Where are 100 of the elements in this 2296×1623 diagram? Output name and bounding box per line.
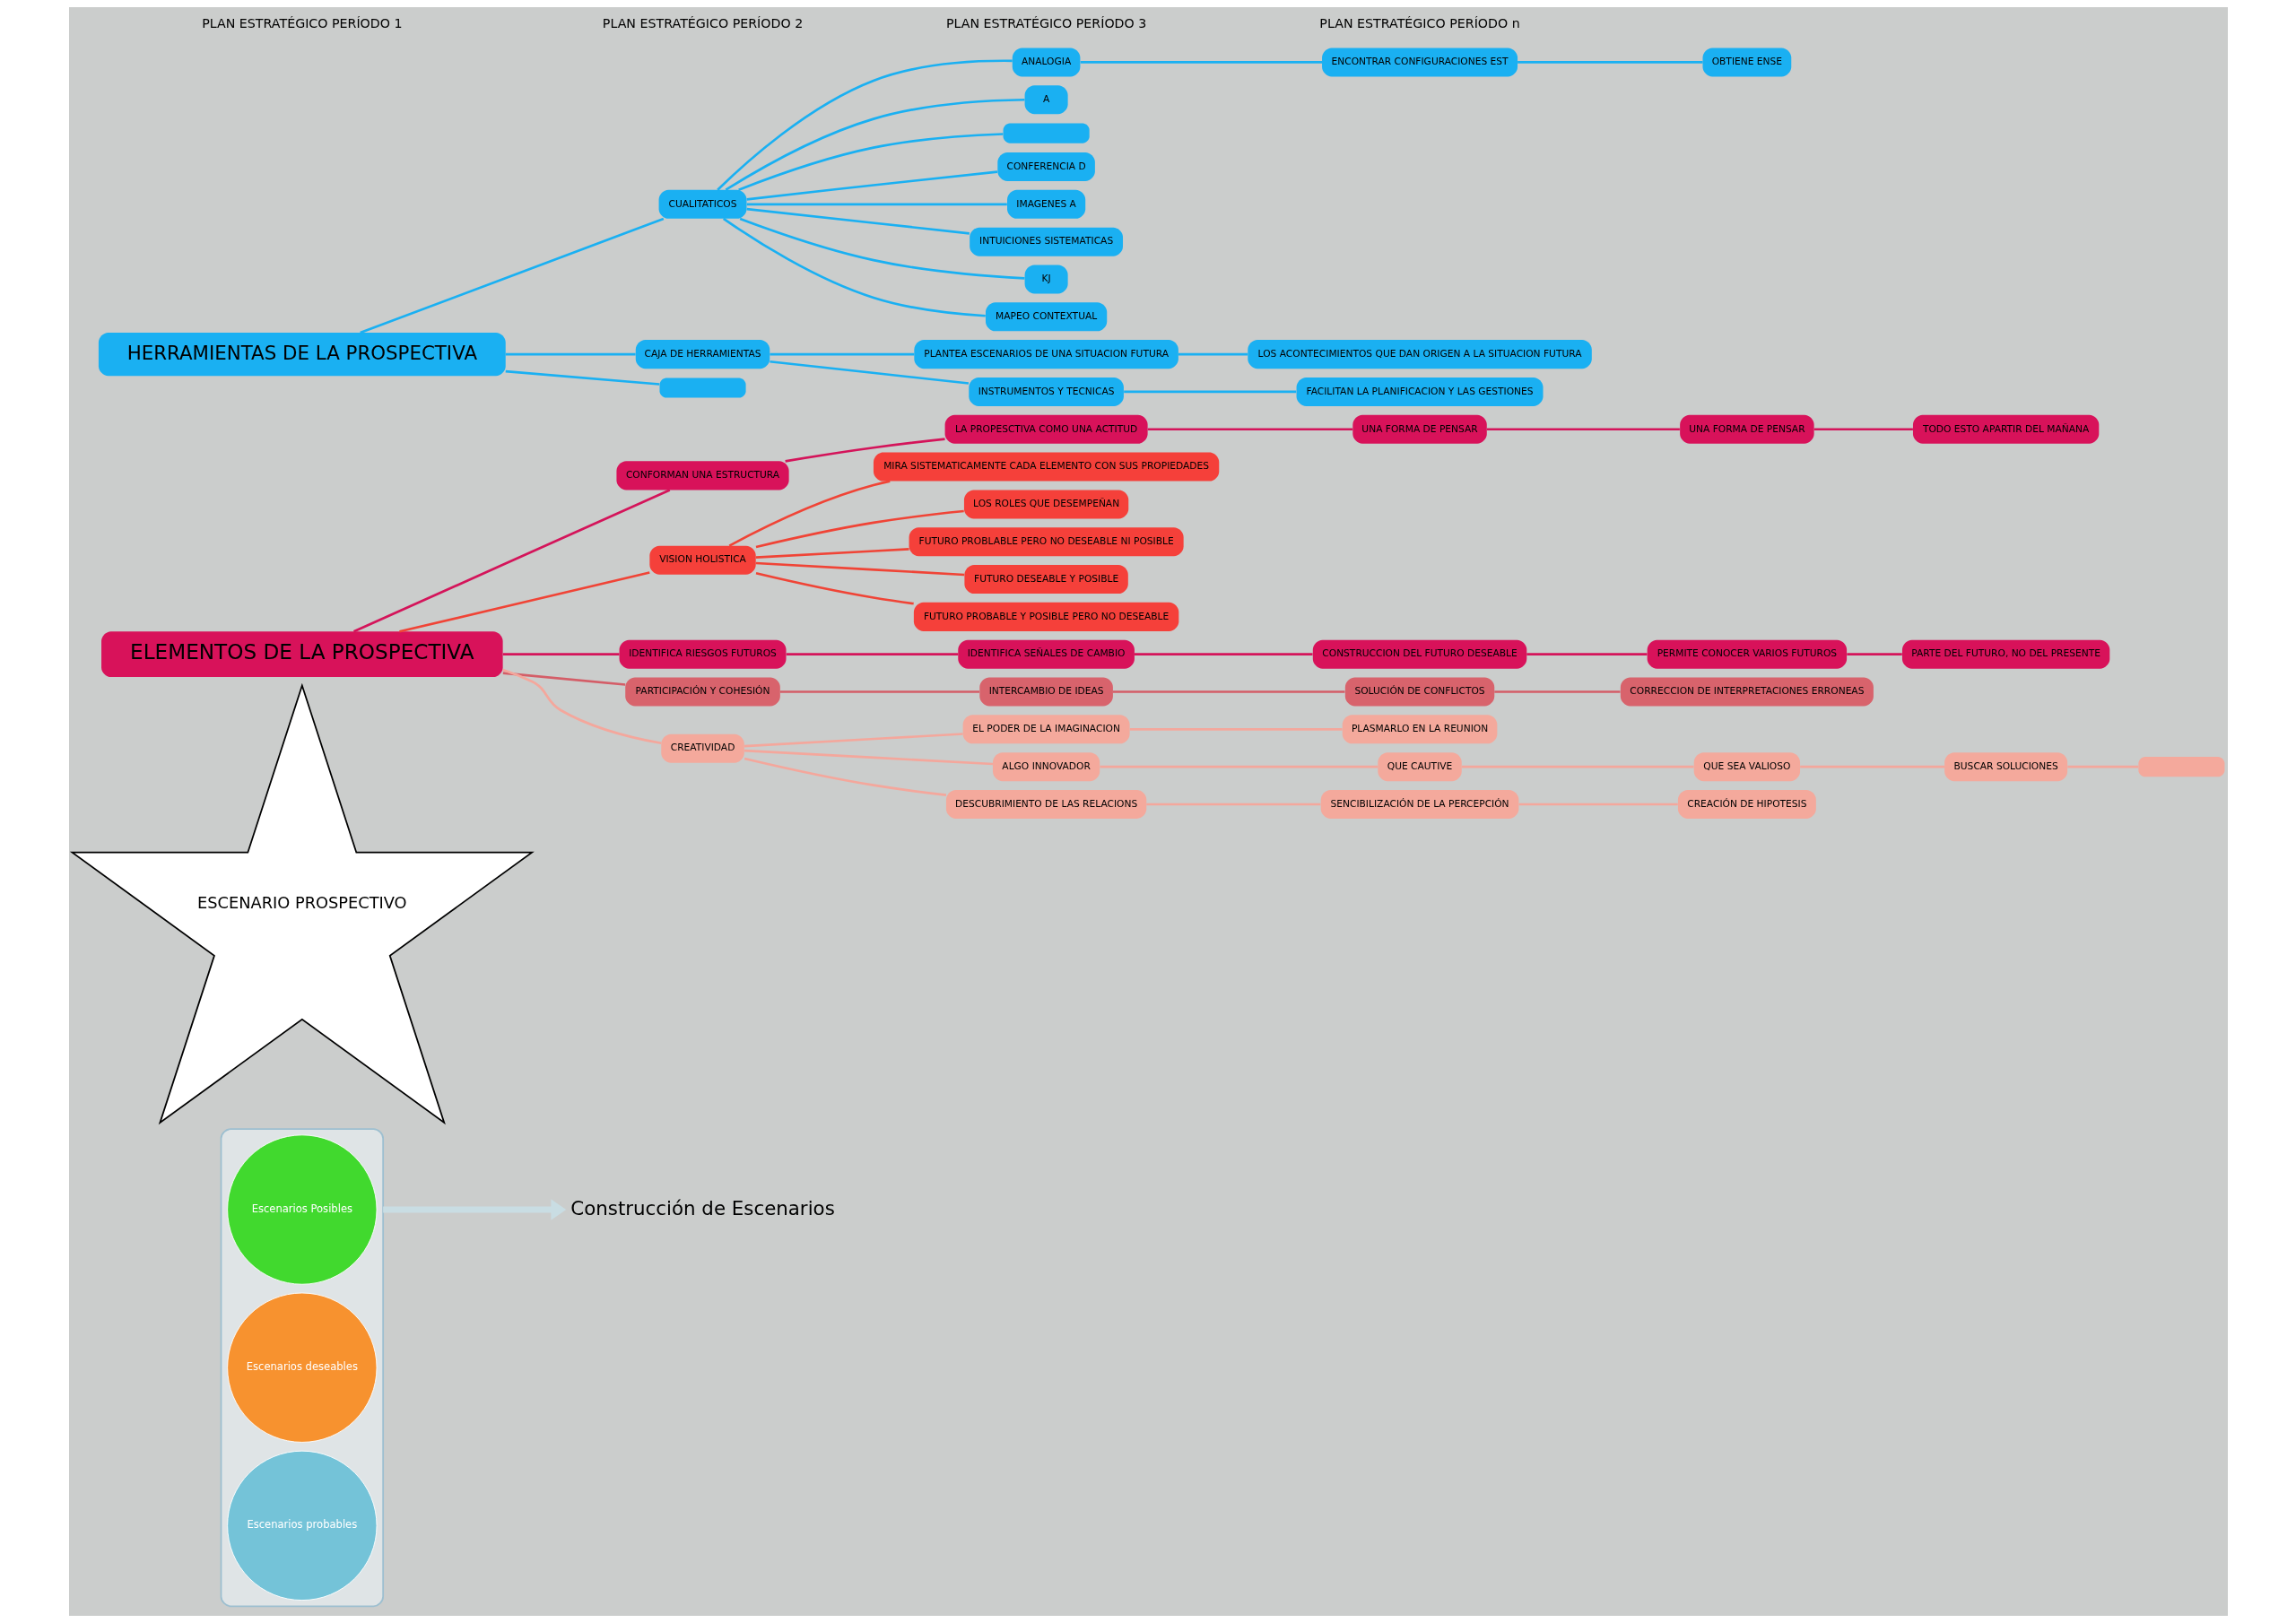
connector	[1178, 352, 1248, 356]
connector	[1123, 390, 1296, 394]
connector	[502, 653, 619, 656]
connector	[1813, 428, 1913, 431]
connector	[1129, 728, 1342, 731]
node-box: TODO ESTO APARTIR DEL MAÑANA	[1912, 414, 2099, 444]
connector	[746, 207, 970, 235]
node-box: OBTIENE ENSE	[1702, 48, 1791, 77]
node-box: HERRAMIENTAS DE LA PROSPECTIVA	[98, 333, 506, 377]
connector	[744, 733, 963, 748]
connector	[505, 352, 636, 356]
connector	[784, 438, 945, 463]
connector	[1112, 690, 1344, 693]
node-box: SENCIBILIZACIÓN DE LA PERCEPCIÓN	[1320, 789, 1518, 819]
connector	[755, 572, 914, 605]
node-box: FUTURO PROBLABLE PERO NO DESEABLE NI POSIBLE	[909, 527, 1184, 557]
connector	[786, 653, 958, 656]
connector	[728, 480, 891, 547]
connector	[352, 489, 670, 633]
node-box: UNA FORMA DE PENSAR	[1679, 414, 1814, 444]
connector	[1517, 61, 1702, 64]
node-box: CONSTRUCCION DEL FUTURO DESEABLE	[1312, 639, 1526, 669]
node-box: MAPEO CONTEXTUAL	[985, 302, 1107, 332]
connector	[722, 217, 986, 317]
connector	[1145, 803, 1320, 806]
label: PLAN ESTRATÉGICO PERÍODO 1	[201, 16, 403, 31]
node-text: Construcción de Escenarios	[570, 1196, 835, 1219]
node-box: PLASMARLO EN LA REUNION	[1342, 715, 1497, 744]
connector	[1147, 428, 1352, 431]
node-box: ENCONTRAR CONFIGURACIONES EST	[1321, 48, 1518, 77]
node-box: FUTURO PROBABLE Y POSIBLE PERO NO DESEABLE	[913, 602, 1178, 631]
cluster	[220, 1128, 384, 1608]
node-box: VISION HOLISTICA	[648, 545, 756, 575]
label: PLAN ESTRATÉGICO PERÍODO 3	[945, 16, 1146, 31]
node-box: SOLUCIÓN DE CONFLICTOS	[1344, 677, 1494, 707]
node-box: CONFORMAN UNA ESTRUCTURA	[615, 461, 789, 490]
connector	[1080, 61, 1322, 64]
connector	[769, 352, 914, 356]
node-box: MIRA SISTEMATICAMENTE CADA ELEMENTO CON SUS PROPIEDADES	[873, 452, 1219, 482]
connector	[1099, 765, 1378, 768]
node-box: INTERCAMBIO DE IDEAS	[978, 677, 1113, 707]
connector	[755, 509, 964, 549]
connector	[744, 757, 946, 796]
connector	[505, 369, 659, 386]
connector	[769, 360, 969, 385]
node-box: KJ	[1024, 265, 1068, 294]
connector	[1526, 653, 1647, 656]
node-box: PARTE DEL FUTURO, NO DEL PRESENTE	[1901, 639, 2109, 669]
node-box: INSTRUMENTOS Y TECNICAS	[968, 377, 1124, 406]
label: PLAN ESTRATÉGICO PERÍODO 2	[602, 16, 803, 31]
node-box: FACILITAN LA PLANIFICACION Y LAS GESTIONES	[1296, 377, 1543, 406]
node-box: PARTICIPACIÓN Y COHESIÓN	[624, 677, 780, 707]
label: PLAN ESTRATÉGICO PERÍODO n	[1318, 16, 1520, 31]
connector	[1486, 428, 1680, 431]
node-box: QUE SEA VALIOSO	[1693, 752, 1800, 782]
connector	[1799, 765, 1944, 768]
connector	[739, 217, 1024, 280]
connector	[1134, 653, 1312, 656]
node-box: INTUICIONES SISTEMATICAS	[969, 227, 1123, 256]
connector	[746, 170, 997, 201]
node-box	[1003, 123, 1090, 143]
connector	[725, 98, 1024, 191]
connector	[755, 548, 909, 559]
node-box: CONFERENCIA D	[996, 152, 1095, 182]
connector	[716, 59, 1013, 191]
node-box: IDENTIFICA SEÑALES DE CAMBIO	[957, 639, 1135, 669]
connector	[744, 749, 993, 766]
node-box: DESCUBRIMIENTO DE LAS RELACIONS	[945, 789, 1146, 819]
connector	[1518, 803, 1678, 806]
node-box: PERMITE CONOCER VARIOS FUTUROS	[1647, 639, 1847, 669]
connector	[1461, 765, 1693, 768]
node-box: LOS ROLES QUE DESEMPEÑAN	[963, 490, 1128, 519]
node-box: EL PODER DE LA IMAGINACION	[962, 715, 1130, 744]
connector	[2066, 765, 2138, 768]
node-box: IDENTIFICA RIESGOS FUTUROS	[619, 639, 786, 669]
connector	[501, 668, 661, 745]
connector	[1493, 690, 1620, 693]
node-box: CREATIVIDAD	[660, 733, 744, 763]
node-box: FUTURO DESEABLE Y POSIBLE	[963, 565, 1128, 595]
connector	[746, 203, 1007, 206]
node-circle: Escenarios probables	[226, 1450, 377, 1601]
node-box: ALGO INNOVADOR	[992, 752, 1100, 782]
connector	[502, 672, 625, 686]
node-box	[659, 378, 746, 398]
node-box: LOS ACONTECIMIENTOS QUE DAN ORIGEN A LA SITUACION FUTURA	[1247, 340, 1592, 369]
node-box: CORRECCION DE INTERPRETACIONES ERRONEAS	[1620, 677, 1874, 707]
node-box: BUSCAR SOLUCIONES	[1944, 752, 2067, 782]
node-circle: Escenarios Posibles	[226, 1134, 377, 1285]
node-box: QUE CAUTIVE	[1377, 752, 1462, 782]
node-box: CUALITATICOS	[658, 189, 746, 219]
node-box: A	[1024, 85, 1068, 115]
node-box: UNA FORMA DE PENSAR	[1352, 414, 1487, 444]
arrow	[382, 1199, 566, 1220]
connector	[398, 571, 650, 633]
connector	[755, 561, 964, 577]
node-box	[2137, 757, 2224, 777]
node-circle: Escenarios deseables	[226, 1292, 377, 1443]
connector	[1846, 653, 1902, 656]
node-box: LA PROPESCTIVA COMO UNA ACTITUD	[944, 414, 1148, 444]
connector	[779, 690, 979, 693]
